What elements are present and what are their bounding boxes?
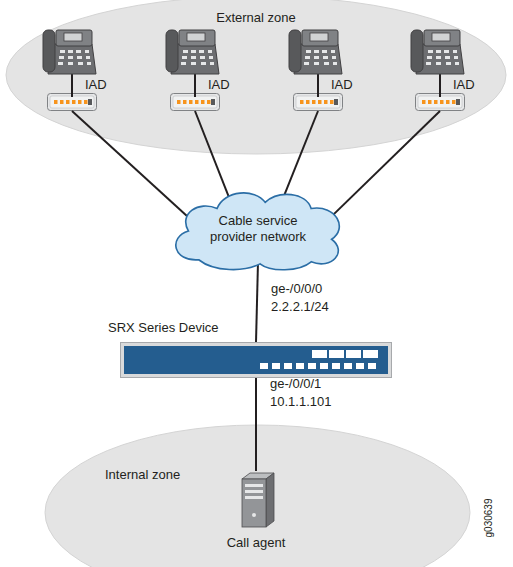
call-agent-server-shape: [230, 471, 282, 529]
zone-ellipse: External zoneIAD IAD IAD IAD: [6, 0, 506, 154]
node-label: External zone: [6, 10, 506, 26]
provider-cloud: Cable service provider network: [168, 188, 348, 270]
node-label: Internal zone: [105, 467, 225, 483]
zone-ellipse: Internal zoneCall agent: [45, 425, 470, 567]
call-agent-server: Call agent: [230, 471, 282, 529]
interface-label: ge-/0/0/0 2.2.2.1/24: [271, 280, 361, 316]
node-label: IAD: [85, 77, 115, 93]
node-label: IAD: [331, 77, 361, 93]
interface-label: ge-/0/0/1 10.1.1.101: [270, 375, 360, 411]
node-label: Call agent: [190, 535, 322, 551]
srx-device: SRX Series Device: [120, 342, 392, 378]
node-label: Cable service provider network: [198, 213, 318, 245]
node-label: IAD: [453, 77, 483, 93]
node-label: IAD: [208, 77, 238, 93]
srx-device-shape: [120, 342, 392, 378]
network-link: [256, 262, 258, 342]
node-label: SRX Series Device: [108, 320, 268, 336]
figure-id: g030639: [483, 499, 495, 538]
